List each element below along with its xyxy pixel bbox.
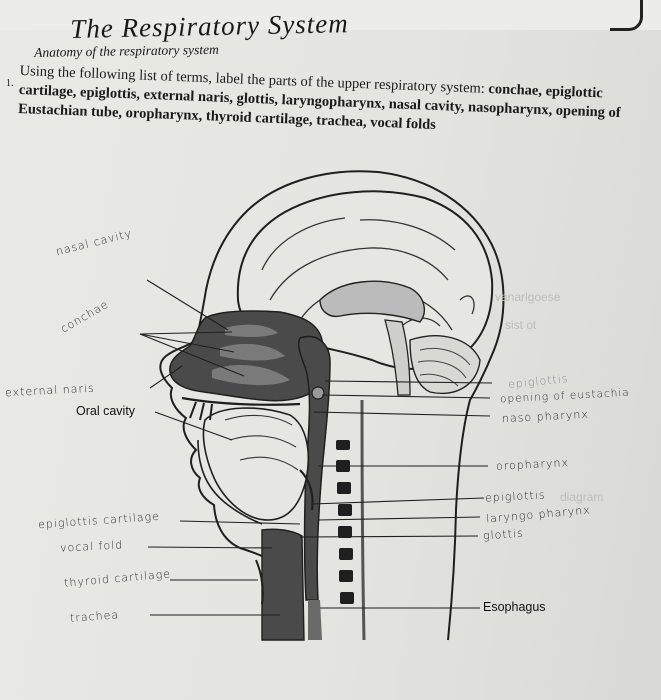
leader-glottis bbox=[299, 535, 479, 538]
cervical-vertebrae bbox=[336, 440, 354, 604]
leader-epiglottis-lower bbox=[311, 497, 485, 505]
spinal-cord bbox=[360, 399, 366, 641]
leader-conchae-2 bbox=[139, 333, 235, 353]
epiglottis-shape bbox=[299, 469, 314, 511]
head-outline bbox=[159, 170, 505, 641]
page-top-band bbox=[0, 0, 661, 30]
label-oral-cavity: Oral cavity bbox=[76, 404, 136, 418]
concha-superior bbox=[225, 324, 278, 338]
lower-jaw bbox=[197, 439, 263, 525]
leader-eustachian bbox=[321, 394, 491, 399]
concha-middle bbox=[220, 343, 285, 361]
upper-teeth bbox=[189, 401, 213, 421]
label-esophagus: Esophagus bbox=[483, 600, 546, 614]
leader-nasal-cavity bbox=[146, 279, 229, 331]
thyroid-cartilage-shape bbox=[255, 559, 264, 605]
leader-conchae-1 bbox=[139, 331, 233, 335]
leader-epiglottis-right bbox=[324, 380, 493, 384]
brainstem bbox=[384, 319, 411, 396]
tongue bbox=[202, 407, 310, 521]
question-number: 1. bbox=[6, 78, 14, 89]
leader-conchae-3 bbox=[139, 333, 245, 377]
leader-external-naris bbox=[149, 365, 183, 389]
hard-palate bbox=[181, 396, 301, 406]
leader-vocal-fold bbox=[147, 546, 273, 549]
leader-nasopharynx bbox=[313, 411, 491, 417]
corpus-callosum bbox=[319, 280, 426, 323]
binder-corner-mark bbox=[610, 0, 643, 31]
bleed-through-text: sist ot bbox=[505, 318, 537, 332]
eustachian-opening-shape bbox=[311, 386, 325, 400]
concha-inferior bbox=[212, 365, 290, 386]
larynx-trachea bbox=[261, 528, 305, 641]
leader-laryngopharynx bbox=[317, 516, 481, 521]
bleed-through-text: vanarlgoese bbox=[495, 290, 561, 304]
leader-epiglottic-cartilage bbox=[179, 520, 301, 525]
leader-oral-cavity bbox=[154, 411, 233, 441]
esophagus-shape bbox=[308, 600, 322, 640]
bleed-through-text: diagram bbox=[560, 490, 604, 504]
